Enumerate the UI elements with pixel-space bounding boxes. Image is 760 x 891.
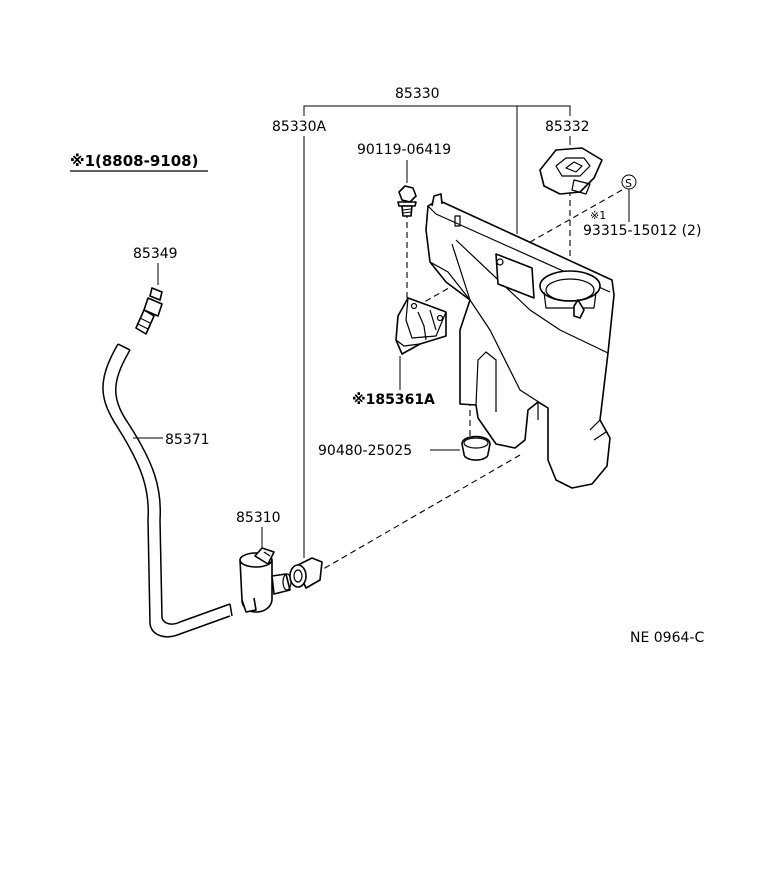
bracket [395, 297, 447, 355]
label-85330A: 85330A [272, 119, 327, 135]
label-85330: 85330 [395, 86, 440, 102]
label-85371: 85371 [165, 432, 210, 448]
washer-tank [425, 193, 615, 489]
label-85349: 85349 [133, 246, 178, 262]
label-85332: 85332 [545, 119, 590, 135]
label-85361A: ※185361A [352, 392, 435, 408]
label-90480-25025: 90480-25025 [318, 443, 412, 459]
note-mark: ※1 [590, 209, 606, 222]
hose-connector [135, 287, 163, 335]
s-mark: S [625, 177, 632, 190]
grommet [461, 435, 491, 461]
washer-hose [102, 343, 233, 638]
footnote-label: ※1(8808-9108) [70, 152, 198, 170]
washer-pump [239, 547, 292, 613]
bolt [397, 185, 417, 217]
assembly-bracket [303, 105, 571, 116]
label-93315-15012: 93315-15012 (2) [583, 223, 701, 239]
pump-grommet [289, 557, 323, 589]
label-90119-06419: 90119-06419 [357, 142, 451, 158]
label-85310: 85310 [236, 510, 281, 526]
tank-cap [539, 147, 603, 195]
ref-code: NE 0964-C [630, 630, 704, 646]
dash-pump-tank [317, 454, 521, 573]
